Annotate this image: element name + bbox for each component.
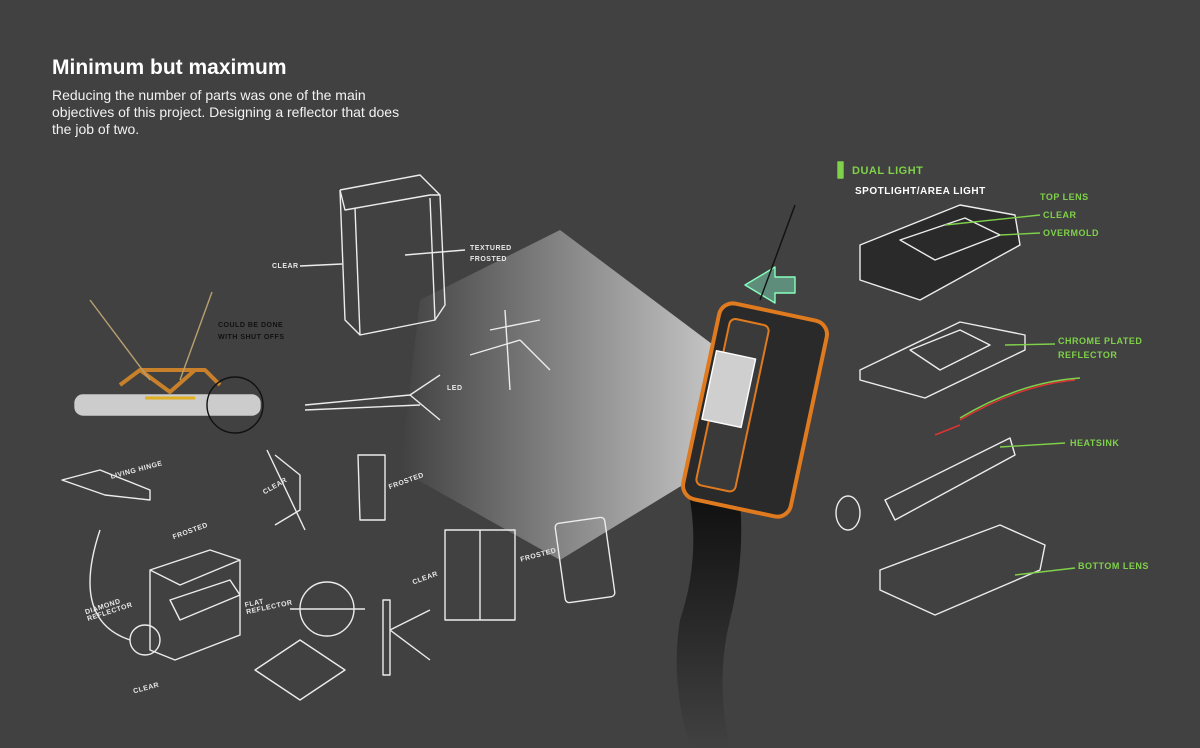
reflector-cross-section <box>74 291 264 434</box>
lens-box-sketch <box>339 174 446 336</box>
handle <box>676 500 742 748</box>
page-description: Reducing the number of parts was one of … <box>52 87 400 137</box>
label-clear: CLEAR <box>1043 210 1077 220</box>
label-heatsink: HEATSINK <box>1070 438 1120 448</box>
device-illustration <box>681 204 829 519</box>
label-bottom-lens: BOTTOM LENS <box>1078 561 1149 571</box>
page-title: Minimum but maximum <box>52 56 287 79</box>
label-textured: TEXTURED <box>470 245 512 252</box>
label-frosted: FROSTED <box>470 256 507 263</box>
label-reflector: REFLECTOR <box>1058 350 1118 360</box>
label-chrome-plated: CHROME PLATED <box>1058 336 1143 346</box>
exploded-heading: DUAL LIGHT <box>852 165 924 177</box>
label-clear: CLEAR <box>272 263 299 270</box>
label-shutoff-line2: WITH SHUT OFFS <box>218 334 285 341</box>
label-shutoff-line1: COULD BE DONE <box>218 322 284 329</box>
label-led: LED <box>447 385 463 392</box>
exploded-parts <box>835 204 1081 616</box>
light-beam <box>400 230 740 560</box>
exploded-subheading: SPOTLIGHT/AREA LIGHT <box>855 186 986 197</box>
label-overmold: OVERMOLD <box>1043 228 1100 238</box>
label-top-lens: TOP LENS <box>1040 192 1089 202</box>
